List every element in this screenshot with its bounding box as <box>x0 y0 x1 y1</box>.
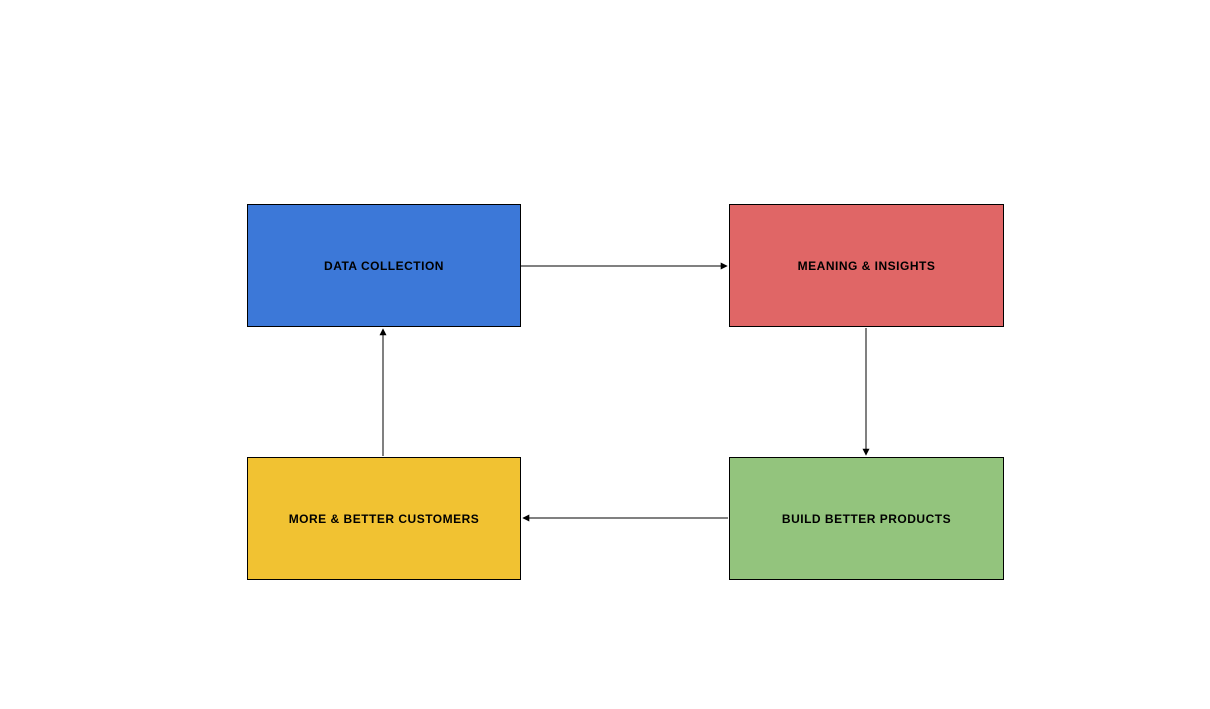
node-build-better-products: BUILD BETTER PRODUCTS <box>729 457 1004 580</box>
node-meaning-insights-label: MEANING & INSIGHTS <box>797 258 936 273</box>
node-data-collection-label: DATA COLLECTION <box>324 258 444 273</box>
node-data-collection: DATA COLLECTION <box>247 204 521 327</box>
node-more-better-customers: MORE & BETTER CUSTOMERS <box>247 457 521 580</box>
node-build-better-products-label: BUILD BETTER PRODUCTS <box>781 511 952 526</box>
node-more-better-customers-label: MORE & BETTER CUSTOMERS <box>288 511 480 526</box>
node-meaning-insights: MEANING & INSIGHTS <box>729 204 1004 327</box>
